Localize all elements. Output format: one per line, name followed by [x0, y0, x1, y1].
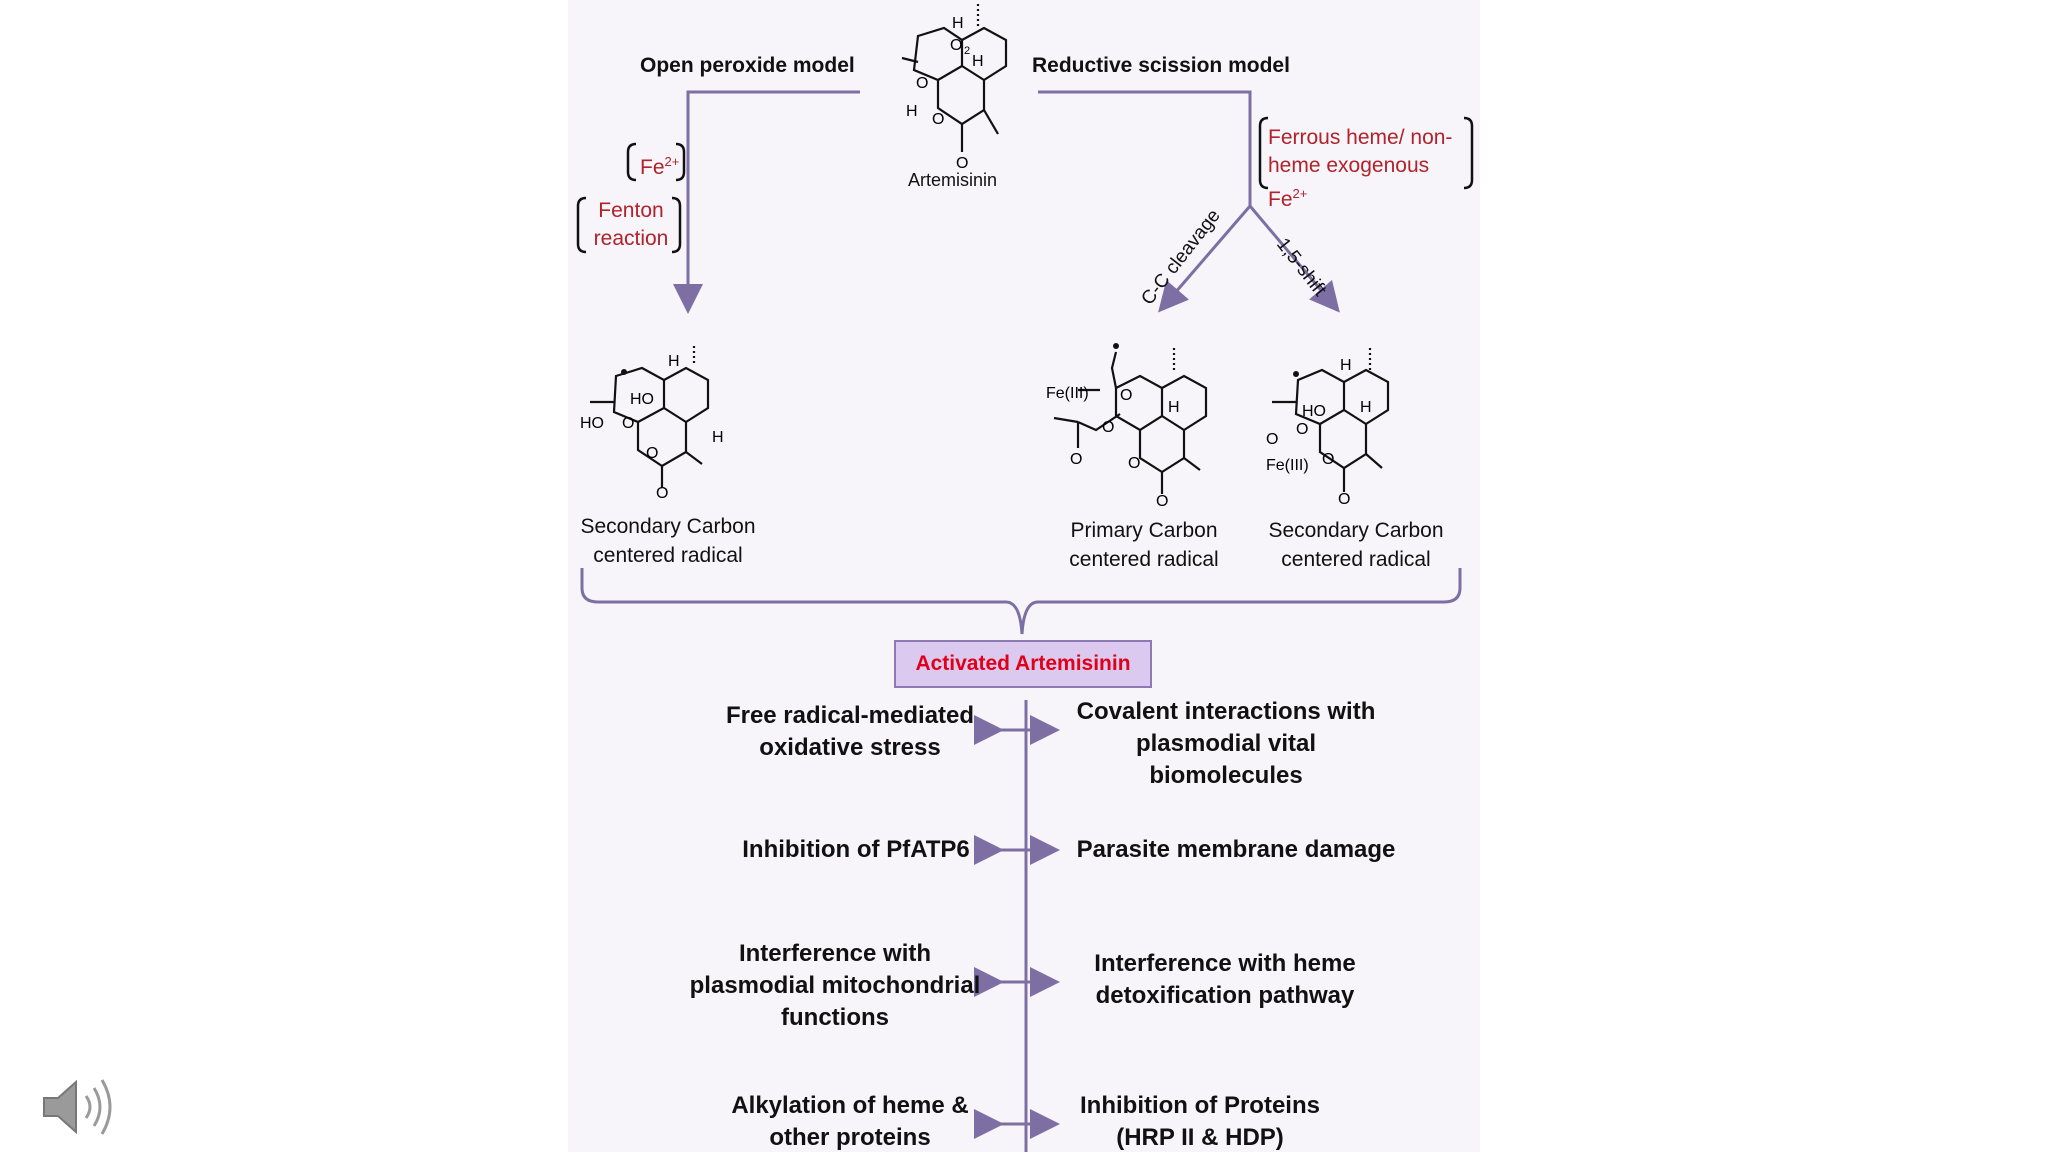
artemisinin-atom-h2: H [972, 53, 984, 70]
cc-cleavage-arrow [1158, 205, 1252, 313]
effect-left-4-line2: other proteins [769, 1124, 931, 1151]
ferrous-line2-wrap: heme exogenous Fe2+ [1268, 152, 1472, 214]
ferrous-line1: Ferrous heme/ non- [1268, 126, 1453, 149]
effect-left-3-line3: functions [781, 1004, 889, 1031]
effect-right-4-line1: Inhibition of Proteins [1080, 1092, 1320, 1119]
effect-left-4-line1: Alkylation of heme & [731, 1092, 969, 1119]
primary-radical-atom-o4: O [1128, 455, 1140, 472]
effect-right-4-line2: (HRP II & HDP) [1116, 1124, 1284, 1151]
artemisinin-atom-o3: O [932, 111, 944, 128]
ferrous-charge: 2+ [1292, 186, 1308, 201]
open-model-arrow [673, 90, 860, 314]
right-radical-atom-ho: HO [1302, 403, 1326, 420]
effect-left-1: Free radical-mediated oxidative stress [700, 700, 1000, 764]
reductive-model-line [1038, 90, 1252, 206]
fe-charge: 2+ [664, 154, 680, 169]
left-radical-atom-o3: O [656, 485, 668, 502]
effect-left-1-line2: oxidative stress [759, 734, 941, 761]
right-radical-atom-o1: O [1296, 421, 1308, 438]
artemisinin-atom-o2-sub: 2 [964, 45, 970, 57]
activated-artemisinin-label: Activated Artemisinin [915, 652, 1131, 675]
effect-right-2-line1: Parasite membrane damage [1076, 836, 1396, 863]
activated-artemisinin-box: Activated Artemisinin [894, 640, 1152, 688]
primary-caption-line1: Primary Carbon [1070, 519, 1218, 542]
primary-radical-atom-o2: O [1102, 419, 1114, 436]
artemisinin-atom-o4: O [956, 155, 968, 172]
right-secondary-radical-caption: Secondary Carbon centered radical [1256, 516, 1456, 574]
effect-left-2: Inhibition of PfATP6 [716, 834, 996, 866]
artemisinin-label: Artemisinin [908, 170, 998, 190]
effect-left-1-line1: Free radical-mediated [725, 702, 975, 729]
effect-right-1-line2: plasmodial vital biomolecules [1135, 730, 1317, 789]
right-caption-line1: Secondary Carbon [1268, 519, 1444, 542]
primary-radical-structure: Fe(III) O O O O O H [1046, 343, 1208, 508]
effect-right-3-line2: detoxification pathway [1095, 982, 1355, 1009]
effect-right-1: Covalent interactions with plasmodial vi… [1056, 696, 1396, 792]
left-caption-line2: centered radical [593, 544, 743, 567]
secondary-radical-right-structure: H HO H O O Fe(III) O O [1266, 348, 1390, 508]
right-caption-line2: centered radical [1281, 548, 1431, 571]
left-radical-atom-ho2: HO [580, 415, 604, 432]
fenton-line1: Fenton [598, 199, 664, 222]
artemisinin-atom-o2: O [950, 37, 962, 54]
effect-right-1-line1: Covalent interactions with [1076, 698, 1376, 725]
artemisinin-atom-o1: O [916, 75, 928, 92]
fe2-reagent-label: Fe2+ [640, 148, 679, 182]
ferrous-heme-label: Ferrous heme/ non- heme exogenous Fe2+ [1268, 124, 1472, 214]
reductive-scission-model-label: Reductive scission model [1032, 54, 1290, 77]
primary-radical-atom-h: H [1168, 399, 1180, 416]
primary-caption-line2: centered radical [1069, 548, 1219, 571]
primary-radical-atom-o5: O [1156, 493, 1168, 508]
effect-right-3-line1: Interference with heme [1094, 950, 1356, 977]
right-radical-atom-o2: O [1266, 431, 1278, 448]
effect-left-3: Interference with plasmodial mitochondri… [680, 938, 990, 1034]
speaker-icon[interactable] [40, 1074, 112, 1140]
open-peroxide-model-label: Open peroxide model [640, 54, 855, 77]
fenton-line2: reaction [593, 227, 669, 250]
artemisinin-atom-h1: H [952, 15, 964, 32]
figure-panel [568, 0, 1480, 1152]
effect-right-3: Interference with heme detoxification pa… [1080, 948, 1370, 1012]
primary-radical-atom-o1: O [1120, 387, 1132, 404]
collect-brace [580, 568, 1462, 635]
primary-radical-atom-o3: O [1070, 451, 1082, 468]
right-radical-atom-h1: H [1340, 357, 1352, 374]
artemisinin-structure: H H O O 2 O O H [901, 4, 1008, 172]
left-radical-atom-h1: H [668, 353, 680, 370]
effect-right-2: Parasite membrane damage [1066, 834, 1406, 866]
right-radical-atom-o3: O [1322, 451, 1334, 468]
secondary-radical-left-structure: H HO HO O O O H [580, 346, 724, 502]
effect-right-4: Inhibition of Proteins (HRP II & HDP) [1060, 1090, 1340, 1154]
artemisinin-atom-h3: H [906, 103, 918, 120]
fenton-reaction-label: Fenton reaction [584, 197, 678, 253]
effect-left-3-line1: Interference with [738, 940, 932, 967]
left-secondary-radical-caption: Secondary Carbon centered radical [568, 512, 768, 570]
primary-radical-atom-fe: Fe(III) [1046, 385, 1089, 402]
fe-symbol: Fe [640, 156, 665, 179]
right-radical-atom-o4: O [1338, 491, 1350, 508]
left-radical-atom-ho1: HO [630, 391, 654, 408]
effect-left-2-line1: Inhibition of PfATP6 [742, 836, 970, 863]
primary-radical-caption: Primary Carbon centered radical [1044, 516, 1244, 574]
shift-arrow [1248, 205, 1340, 313]
left-caption-line1: Secondary Carbon [580, 515, 756, 538]
right-radical-atom-fe: Fe(III) [1266, 457, 1309, 474]
left-radical-atom-o1: O [622, 415, 634, 432]
left-radical-atom-h2: H [712, 429, 724, 446]
effect-left-3-line2: plasmodial mitochondrial [689, 972, 981, 999]
right-radical-atom-h2: H [1360, 399, 1372, 416]
effect-left-4: Alkylation of heme & other proteins [710, 1090, 990, 1154]
left-radical-atom-o2: O [646, 445, 658, 462]
ferrous-line2: heme exogenous Fe [1268, 154, 1430, 211]
